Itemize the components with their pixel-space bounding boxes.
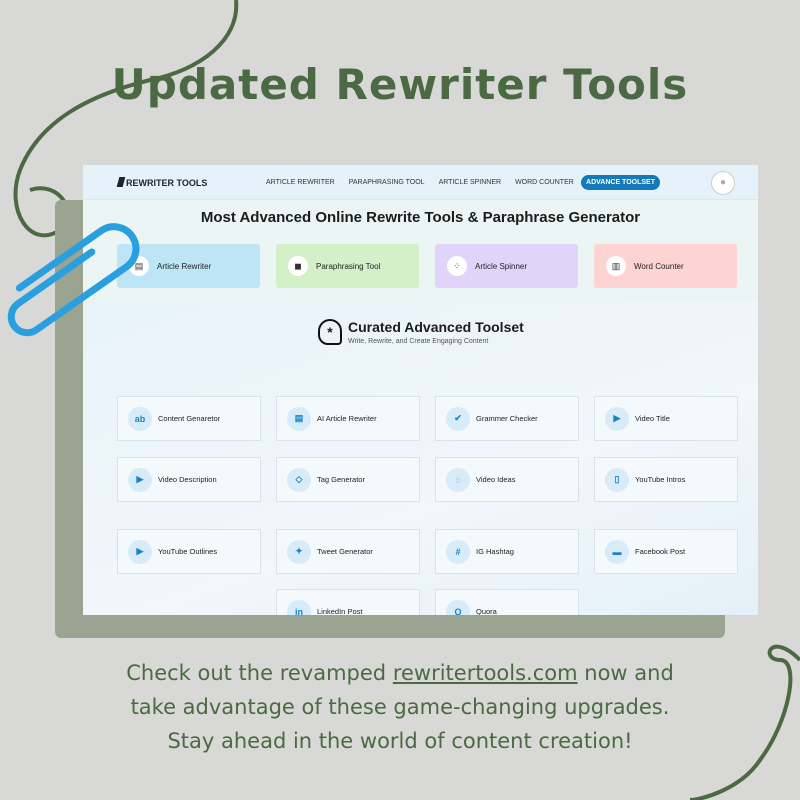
section-subtitle: Write, Rewrite, and Create Engaging Cont… xyxy=(348,338,489,345)
tool-label: Facebook Post xyxy=(635,547,686,556)
tool-icon: ▶ xyxy=(605,406,629,431)
promo-title: Updated Rewriter Tools xyxy=(111,60,689,109)
tool-label: Grammer Checker xyxy=(476,414,538,423)
site-link[interactable]: rewritertools.com xyxy=(392,661,578,685)
advance-toolset-button[interactable]: ADVANCE TOOLSET xyxy=(581,175,660,190)
tool-label: LinkedIn Post xyxy=(317,607,363,615)
tool-label: Tweet Generator xyxy=(317,547,373,556)
website-screenshot: REWRITER TOOLS ARTICLE REWRITER PARAPHRA… xyxy=(83,165,758,615)
tool-icon: ▯ xyxy=(605,467,629,492)
tool-label: YouTube Intros xyxy=(635,475,686,484)
tool-label: Video Description xyxy=(158,475,217,484)
tool-card-tag-generator[interactable]: ◇ Tag Generator xyxy=(276,457,420,502)
promo-text: Check out the revamped rewritertools.com… xyxy=(126,661,674,753)
navbar: REWRITER TOOLS ARTICLE REWRITER PARAPHRA… xyxy=(83,165,758,200)
card-article-rewriter[interactable]: ▤Article Rewriter xyxy=(117,244,260,288)
tool-label: Video Title xyxy=(635,414,670,423)
tool-icon: Q xyxy=(446,599,470,615)
tool-icon: ✔ xyxy=(446,406,470,431)
tool-card-ig-hashtag[interactable]: # IG Hashtag xyxy=(435,529,579,574)
tool-card-video-title[interactable]: ▶ Video Title xyxy=(594,396,738,441)
tool-icon: ✦ xyxy=(287,539,311,564)
tool-label: YouTube Outlines xyxy=(158,547,218,556)
tool-card-quora[interactable]: Q Quora xyxy=(435,589,579,615)
tool-icon: ▶ xyxy=(128,467,152,492)
card-article-spinner[interactable]: ⁘Article Spinner xyxy=(435,244,578,288)
nav-article-rewriter[interactable]: ARTICLE REWRITER xyxy=(266,178,335,186)
tool-card-ai-article-rewriter[interactable]: ▤ AI Article Rewriter xyxy=(276,396,420,441)
tool-card-facebook-post[interactable]: ▬ Facebook Post xyxy=(594,529,738,574)
tool-icon: ◇ xyxy=(287,467,311,492)
tool-card-video-description[interactable]: ▶ Video Description xyxy=(117,457,261,502)
headline: Most Advanced Online Rewrite Tools & Par… xyxy=(200,209,641,226)
tool-card-tweet-generator[interactable]: ✦ Tweet Generator xyxy=(276,529,420,574)
nav-paraphrasing-tool[interactable]: PARAPHRASING TOOL xyxy=(348,178,425,186)
tool-label: Content Genaretor xyxy=(158,414,221,423)
tool-label: Tag Generator xyxy=(317,475,365,484)
tool-icon: ▶ xyxy=(128,539,152,564)
tool-card-grammer-checker[interactable]: ✔ Grammer Checker xyxy=(435,396,579,441)
user-avatar-icon[interactable]: ● xyxy=(711,171,735,195)
tool-card-video-ideas[interactable]: ◌ Video Ideas xyxy=(435,457,579,502)
nav-word-counter[interactable]: WORD COUNTER xyxy=(515,178,574,186)
tool-card-youtube-intros[interactable]: ▯ YouTube Intros xyxy=(594,457,738,502)
section-title: Curated Advanced Toolset xyxy=(348,319,524,335)
tool-icon: # xyxy=(446,539,470,564)
card-word-counter[interactable]: ▥Word Counter xyxy=(594,244,737,288)
tool-icon: ◌ xyxy=(446,467,470,492)
columns-icon: ▥ xyxy=(606,256,626,276)
tool-icon: ▤ xyxy=(287,406,311,431)
tool-icon: ▬ xyxy=(605,539,629,564)
tool-label: Video Ideas xyxy=(476,475,516,484)
pen-square-icon: ◼ xyxy=(288,256,308,276)
tool-label: AI Article Rewriter xyxy=(317,414,377,423)
logo[interactable]: REWRITER TOOLS xyxy=(116,176,207,188)
tool-card-content-genaretor[interactable]: ab Content Genaretor xyxy=(117,396,261,441)
brain-icon: * xyxy=(318,319,342,345)
tool-icon: ab xyxy=(128,406,152,431)
toolset-section: * Curated Advanced Toolset Write, Rewrite… xyxy=(83,301,758,615)
tool-label: Quora xyxy=(476,607,497,615)
tool-label: IG Hashtag xyxy=(476,547,514,556)
nav-article-spinner[interactable]: ARTICLE SPINNER xyxy=(438,178,502,186)
card-paraphrasing-tool[interactable]: ◼Paraphrasing Tool xyxy=(276,244,419,288)
tool-icon: in xyxy=(287,599,311,615)
spinner-icon: ⁘ xyxy=(447,256,467,276)
tool-card-youtube-outlines[interactable]: ▶ YouTube Outlines xyxy=(117,529,261,574)
